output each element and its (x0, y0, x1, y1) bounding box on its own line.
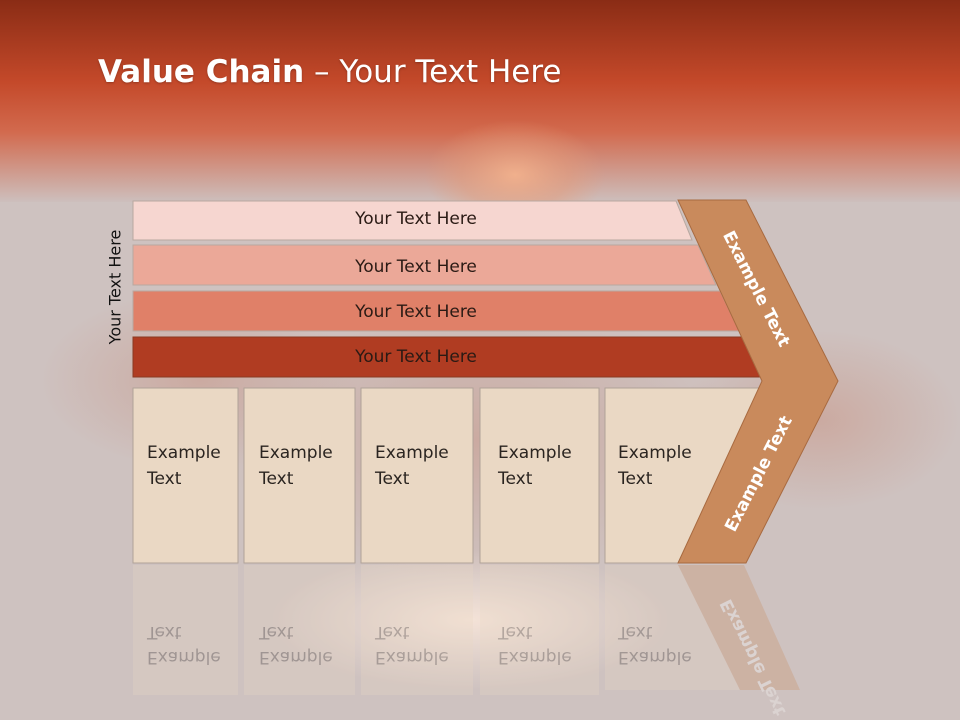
bar-2-label: Your Text Here (354, 257, 477, 277)
bar-1 (132, 200, 693, 241)
activity-box-3-line2: Text (374, 469, 410, 489)
activity-box-2 (243, 387, 356, 564)
reflection-text: Text (146, 622, 182, 642)
reflection-text: Text (258, 622, 294, 642)
activity-box-1-line2: Text (146, 469, 182, 489)
slide-title: Value Chain – Your Text Here (98, 54, 561, 90)
reflection-text: Text (374, 622, 410, 642)
activity-box-5-line1: Example (618, 443, 692, 463)
reflection-text: Example (375, 647, 449, 667)
activity-box-4 (479, 387, 600, 564)
activity-box-5-line2: Text (617, 469, 653, 489)
activity-box-1 (132, 387, 239, 564)
reflection-text: Example (498, 647, 572, 667)
bar-4-label: Your Text Here (354, 347, 477, 367)
reflection-text: Example (259, 647, 333, 667)
bar-3-label: Your Text Here (354, 302, 477, 322)
reflection-text: Example (147, 647, 221, 667)
chevron-arrow (677, 199, 839, 564)
slide-title-bold: Value Chain (98, 54, 305, 90)
reflection-box (605, 565, 740, 690)
bar-1-label: Your Text Here (354, 209, 477, 229)
reflection-box (361, 565, 473, 695)
activity-box-2-line2: Text (258, 469, 294, 489)
reflection-box (480, 565, 599, 695)
reflection-text: Example (618, 647, 692, 667)
reflection-text: Text (617, 622, 653, 642)
activity-box-4-line2: Text (497, 469, 533, 489)
bar-2 (132, 244, 717, 286)
reflection: Example Text Example Text Example Text E… (133, 565, 800, 719)
reflection-text: Text (497, 622, 533, 642)
activity-box-4-line1: Example (498, 443, 572, 463)
reflection-chevron (678, 565, 800, 690)
activity-box-3-line1: Example (375, 443, 449, 463)
reflection-box (133, 565, 238, 695)
activity-box-1-line1: Example (147, 443, 221, 463)
slide-title-rest: – Your Text Here (304, 54, 562, 90)
reflection-box (244, 565, 355, 695)
activity-box-3 (360, 387, 474, 564)
activity-box-2-line1: Example (259, 443, 333, 463)
